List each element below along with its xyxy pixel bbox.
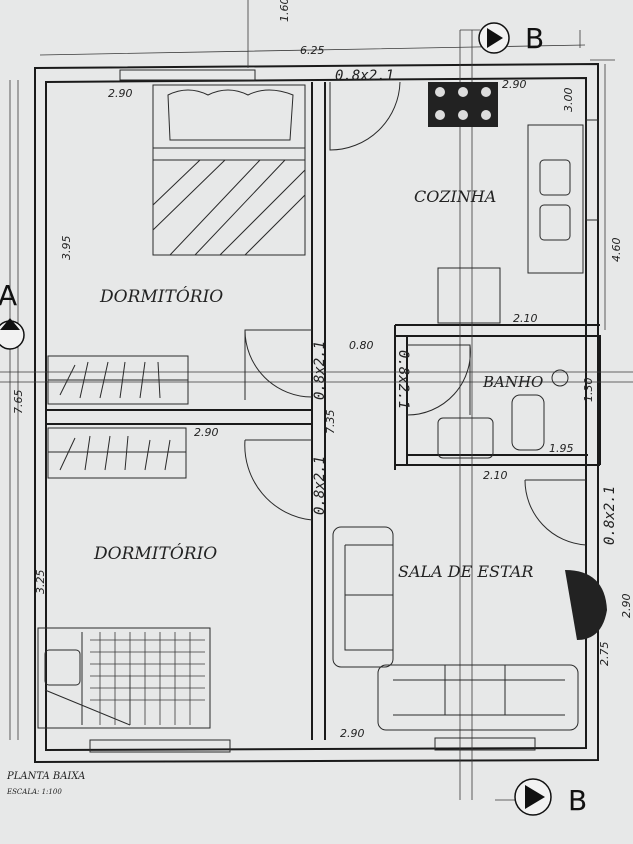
- dimension: 2.75: [598, 642, 611, 667]
- dimension: 2.90: [194, 426, 219, 439]
- dimension: 2.90: [620, 594, 633, 619]
- interior-walls: [46, 82, 601, 740]
- door-label: 0.8x2.1: [602, 486, 618, 545]
- door-label: 0.8x2.1: [312, 456, 328, 515]
- dimension: 2.90: [502, 78, 527, 91]
- windows: [89, 69, 599, 753]
- section-marker-a: A: [0, 279, 25, 350]
- dimension: 2.90: [340, 727, 365, 740]
- outer-walls: [34, 62, 599, 764]
- section-a-label: A: [0, 279, 17, 312]
- section-marker-b-bottom: B: [514, 778, 587, 817]
- dimension: 1.95: [549, 442, 574, 455]
- dimension: 1.30: [582, 378, 595, 403]
- dimension: 1.60: [278, 0, 291, 22]
- drawing-scale: ESCALA: 1:100: [6, 788, 62, 796]
- door-label: 0.8x2.1: [312, 341, 328, 400]
- dimension: 0.80: [349, 339, 374, 352]
- dimension: 6.25: [300, 44, 325, 57]
- dimension: 2.90: [108, 87, 133, 100]
- drawing-title: PLANTA BAIXA: [6, 771, 85, 782]
- door-label: 0.8x2.1: [335, 68, 394, 84]
- wardrobe-top: [47, 355, 189, 405]
- section-b-label: B: [525, 22, 544, 55]
- section-marker-b-top: B: [478, 22, 544, 55]
- dimension: 7.65: [12, 390, 25, 415]
- bed-bottom: [37, 627, 211, 729]
- door-label: 0.8x2.1: [395, 350, 411, 409]
- room-label-living: SALA DE ESTAR: [398, 562, 533, 581]
- dimension-lines: [0, 0, 633, 801]
- kitchen-counter: [437, 124, 584, 324]
- room-label-bedroom-top: DORMITÓRIO: [99, 286, 223, 307]
- dimension: 3.95: [60, 236, 73, 261]
- room-label-kitchen: COZINHA: [414, 187, 496, 206]
- room-label-bathroom: BANHO: [482, 373, 543, 391]
- dimension: 3.25: [34, 570, 47, 595]
- bathroom-fixtures: [437, 369, 569, 459]
- armchair: [565, 570, 607, 640]
- wardrobe-bottom: [47, 427, 187, 479]
- dimension: 4.60: [610, 238, 623, 263]
- dimension: 7.35: [324, 410, 337, 435]
- door-swings: [244, 81, 587, 546]
- dimension: 2.10: [513, 312, 538, 325]
- dimension: 3.00: [562, 88, 575, 113]
- stove: [428, 82, 498, 127]
- dimension: 2.10: [483, 469, 508, 482]
- sofa-main: [377, 664, 579, 731]
- room-label-bedroom-bottom: DORMITÓRIO: [93, 543, 217, 564]
- bed-top: [152, 84, 306, 256]
- section-b-label: B: [568, 784, 587, 817]
- sofa-side: [332, 526, 394, 668]
